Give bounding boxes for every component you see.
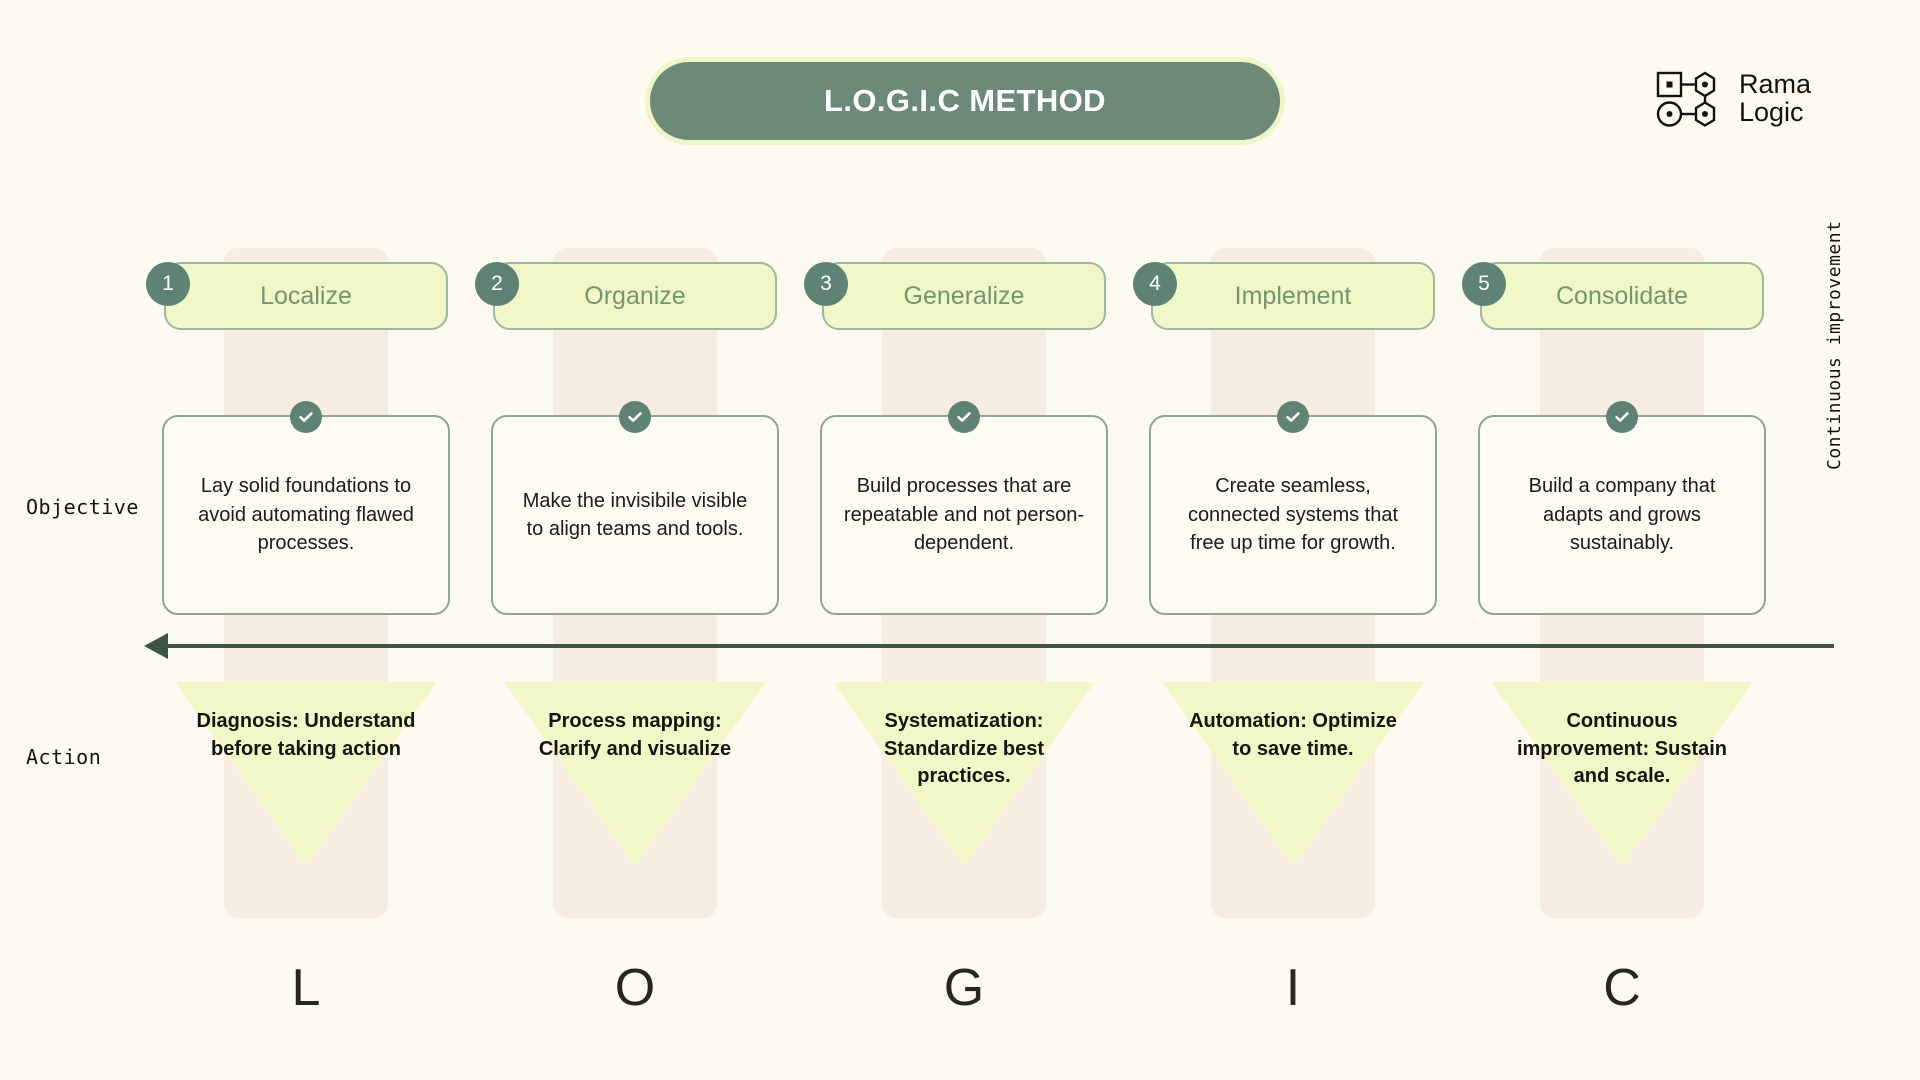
action-triangle <box>1162 682 1424 866</box>
node-graph-icon <box>1656 71 1716 127</box>
step-letter-4: I <box>1285 959 1301 1017</box>
step-pill-5[interactable]: Consolidate <box>1480 262 1764 330</box>
brand-logo: Rama Logic <box>1655 68 1811 130</box>
step-badge-1: 1 <box>146 262 190 306</box>
step-name-3: Generalize <box>903 281 1025 310</box>
step-badge-3: 3 <box>804 262 848 306</box>
objective-text-3: Build processes that are repeatable and … <box>843 475 1085 555</box>
objective-text-5: Build a company that adapts and grows su… <box>1528 475 1716 555</box>
logo-text-line1: Rama <box>1739 69 1812 100</box>
step-name-4: Implement <box>1234 281 1352 310</box>
step-pill-1[interactable]: Localize <box>164 262 448 330</box>
step-name-2: Organize <box>584 281 686 310</box>
step-number-5: 5 <box>1478 272 1490 295</box>
objective-card-4: Create seamless, connected systems that … <box>1149 415 1437 615</box>
step-name-5: Consolidate <box>1555 281 1689 310</box>
step-badge-5: 5 <box>1462 262 1506 306</box>
action-triangle <box>833 682 1095 866</box>
objective-text-4: Create seamless, connected systems that … <box>1187 475 1399 555</box>
step-letter-2: O <box>614 959 656 1017</box>
side-label-continuous-improvement: Continuous improvement <box>1824 220 1845 470</box>
step-pill-2[interactable]: Organize <box>493 262 777 330</box>
check-circle-icon <box>619 401 651 433</box>
page-title: L.O.G.I.C METHOD <box>645 57 1285 145</box>
continuous-improvement-arrow-line <box>160 644 1834 648</box>
objective-card-2: Make the invisibile visible to align tea… <box>491 415 779 615</box>
action-text-1: Diagnosis: Understand before taking acti… <box>196 710 416 760</box>
check-circle-icon <box>1606 401 1638 433</box>
action-triangle <box>504 682 766 866</box>
step-number-2: 2 <box>491 272 503 295</box>
continuous-improvement-arrow-head <box>144 633 168 659</box>
row-label-objective: Objective <box>26 495 139 519</box>
objective-card-1: Lay solid foundations to avoid automatin… <box>162 415 450 615</box>
step-letter-1: L <box>291 959 321 1017</box>
step-number-3: 3 <box>820 272 832 295</box>
step-letter-3: G <box>943 959 985 1017</box>
check-circle-icon <box>948 401 980 433</box>
action-text-4: Automation: Optimize to save time. <box>1189 710 1397 760</box>
step-number-4: 4 <box>1149 272 1161 295</box>
action-text-3: Systematization: Standardize best practi… <box>883 710 1045 788</box>
objective-card-3: Build processes that are repeatable and … <box>820 415 1108 615</box>
action-text-5: Continuous improvement: Sustain and scal… <box>1516 710 1728 788</box>
step-pill-3[interactable]: Generalize <box>822 262 1106 330</box>
step-number-1: 1 <box>162 272 174 295</box>
logo-text-line2: Logic <box>1739 97 1804 127</box>
step-name-1: Localize <box>260 281 352 310</box>
objective-text-1: Lay solid foundations to avoid automatin… <box>198 475 414 555</box>
row-label-action: Action <box>26 745 102 769</box>
check-circle-icon <box>1277 401 1309 433</box>
step-badge-4: 4 <box>1133 262 1177 306</box>
action-triangle <box>175 682 437 866</box>
objective-text-2: Make the invisibile visible to align tea… <box>522 489 748 540</box>
page-title-text: L.O.G.I.C METHOD <box>824 83 1106 118</box>
step-pill-4[interactable]: Implement <box>1151 262 1435 330</box>
action-triangle <box>1491 682 1753 866</box>
objective-card-5: Build a company that adapts and grows su… <box>1478 415 1766 615</box>
action-text-2: Process mapping: Clarify and visualize <box>538 710 732 760</box>
check-circle-icon <box>290 401 322 433</box>
step-letter-5: C <box>1603 959 1641 1017</box>
step-badge-2: 2 <box>475 262 519 306</box>
